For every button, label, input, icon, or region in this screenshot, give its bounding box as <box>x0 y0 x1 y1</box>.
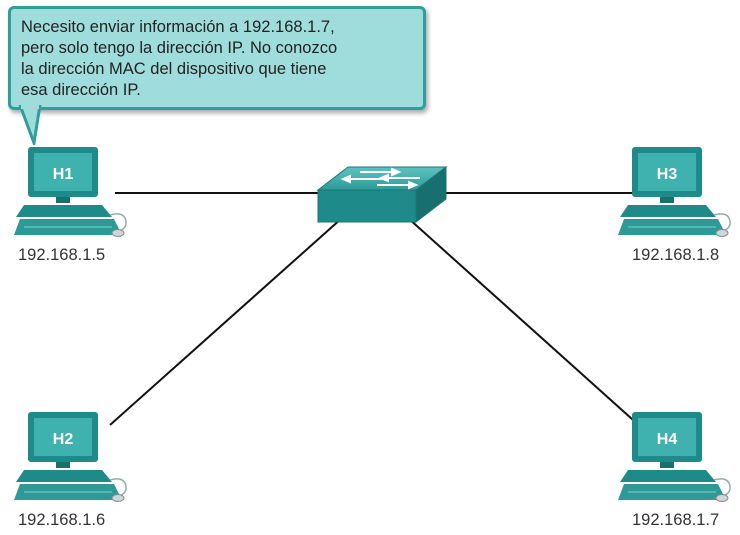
computer-icon <box>14 147 127 237</box>
host-label: H2 <box>52 431 74 448</box>
host-h3: H3 <box>618 145 738 245</box>
host-label: H1 <box>52 166 74 183</box>
host-label: H4 <box>656 431 678 448</box>
message-line: la dirección MAC del dispositivo que tie… <box>21 60 327 78</box>
message-line: pero solo tengo la dirección IP. No cono… <box>21 39 338 57</box>
host-h4: H4 <box>618 410 738 510</box>
switch-icon <box>316 165 448 224</box>
message-line: Necesito enviar información a 192.168.1.… <box>21 18 335 36</box>
message-line: esa dirección IP. <box>21 81 141 99</box>
host-ip: 192.168.1.6 <box>18 511 106 529</box>
host-h1: H1 <box>14 145 134 245</box>
link-switch-h4 <box>407 217 643 429</box>
speech-bubble-tail <box>18 105 42 145</box>
computer-icon <box>14 412 127 502</box>
host-ip: 192.168.1.7 <box>632 511 720 529</box>
link-switch-h2 <box>109 217 343 426</box>
host-h2: H2 <box>14 410 134 510</box>
host-ip: 192.168.1.5 <box>18 246 106 264</box>
computer-icon <box>618 412 731 502</box>
host-label: H3 <box>656 166 678 183</box>
computer-icon <box>618 147 731 237</box>
speech-bubble: Necesito enviar información a 192.168.1.… <box>8 6 426 110</box>
host-ip: 192.168.1.8 <box>632 246 720 264</box>
